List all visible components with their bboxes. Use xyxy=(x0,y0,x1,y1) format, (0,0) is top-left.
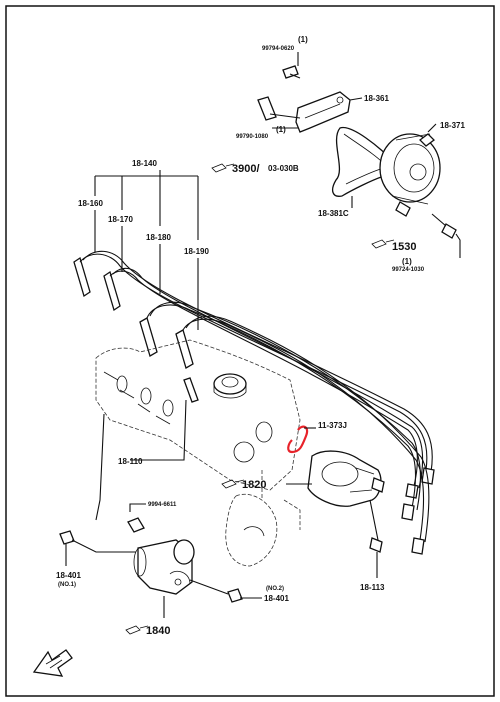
label-starter-part[interactable]: 18-401 xyxy=(56,571,81,580)
label-bolt-code: 9994-6611 xyxy=(148,502,177,508)
front-arrow-icon xyxy=(32,649,73,677)
distributor-group xyxy=(286,450,385,578)
label-holder[interactable]: 18-110 xyxy=(118,457,143,466)
label-wire-2[interactable]: 18-170 xyxy=(108,215,133,224)
label-code-top: 99794-0620 xyxy=(262,46,295,52)
label-alt-part[interactable]: 18-371 xyxy=(440,121,465,130)
label-gasket[interactable]: 11-373J xyxy=(318,421,347,430)
label-code-bolt-left: 99790-1080 xyxy=(236,134,269,140)
bolt-left[interactable] xyxy=(257,96,277,121)
alternator-bolt[interactable] xyxy=(441,223,457,239)
label-starter-note: (NO.1) xyxy=(58,582,76,588)
svg-text:1820: 1820 xyxy=(242,479,266,491)
starter-bolt-lower[interactable] xyxy=(227,588,243,603)
ref-1840[interactable]: 1840 xyxy=(125,625,170,637)
starter-group xyxy=(59,413,262,618)
bolt-top[interactable] xyxy=(282,65,299,79)
distributor-gasket[interactable] xyxy=(287,425,309,454)
distributor-bolt[interactable] xyxy=(369,537,383,553)
svg-text:1840: 1840 xyxy=(146,625,170,637)
label-dist-bolt[interactable]: 18-113 xyxy=(360,583,385,592)
plug-boot-3[interactable] xyxy=(139,317,158,357)
plug-boot-1[interactable] xyxy=(73,256,91,298)
svg-text:3900/: 3900/ xyxy=(232,163,260,175)
plug-boot-2[interactable] xyxy=(103,270,121,312)
diagram-frame xyxy=(5,5,495,697)
alternator-group xyxy=(257,52,461,258)
plug-boot-4[interactable] xyxy=(175,329,194,369)
ignition-wires-group xyxy=(73,170,435,555)
pointer-icon xyxy=(125,625,149,635)
pointer-icon xyxy=(211,163,235,173)
label-qty-right: (1) xyxy=(402,257,412,266)
ref-3900[interactable]: 3900/ 03-030B xyxy=(211,163,299,175)
distributor[interactable] xyxy=(307,450,382,507)
label-qty-bolt-left: (1) xyxy=(276,125,286,134)
engine-block xyxy=(95,339,301,567)
pointer-icon xyxy=(221,479,245,489)
label-code-right: 99724-1030 xyxy=(392,267,425,273)
label-wire-4[interactable]: 18-190 xyxy=(184,247,209,256)
pointer-icon xyxy=(371,239,395,249)
spark-plug[interactable] xyxy=(183,377,199,403)
ref-1820[interactable]: 1820 xyxy=(221,479,266,491)
label-wire-3[interactable]: 18-180 xyxy=(146,233,171,242)
label-belt[interactable]: 18-381C xyxy=(318,209,349,218)
label-qty-top: (1) xyxy=(298,35,308,44)
svg-text:1530: 1530 xyxy=(392,241,416,253)
label-starter-no2-note: (NO.2) xyxy=(266,586,284,592)
alternator[interactable] xyxy=(379,133,441,203)
label-wire-1[interactable]: 18-160 xyxy=(78,199,103,208)
label-bracket[interactable]: 18-361 xyxy=(364,94,389,103)
label-wire-set[interactable]: 18-140 xyxy=(132,159,157,168)
label-starter-no2[interactable]: 18-401 xyxy=(264,594,289,603)
starter-bolt-left[interactable] xyxy=(59,530,75,545)
starter-bolt[interactable] xyxy=(127,517,145,533)
adjusting-bracket[interactable] xyxy=(295,91,351,133)
svg-text:03-030B: 03-030B xyxy=(268,164,299,173)
ref-1530[interactable]: 1530 xyxy=(371,239,416,253)
